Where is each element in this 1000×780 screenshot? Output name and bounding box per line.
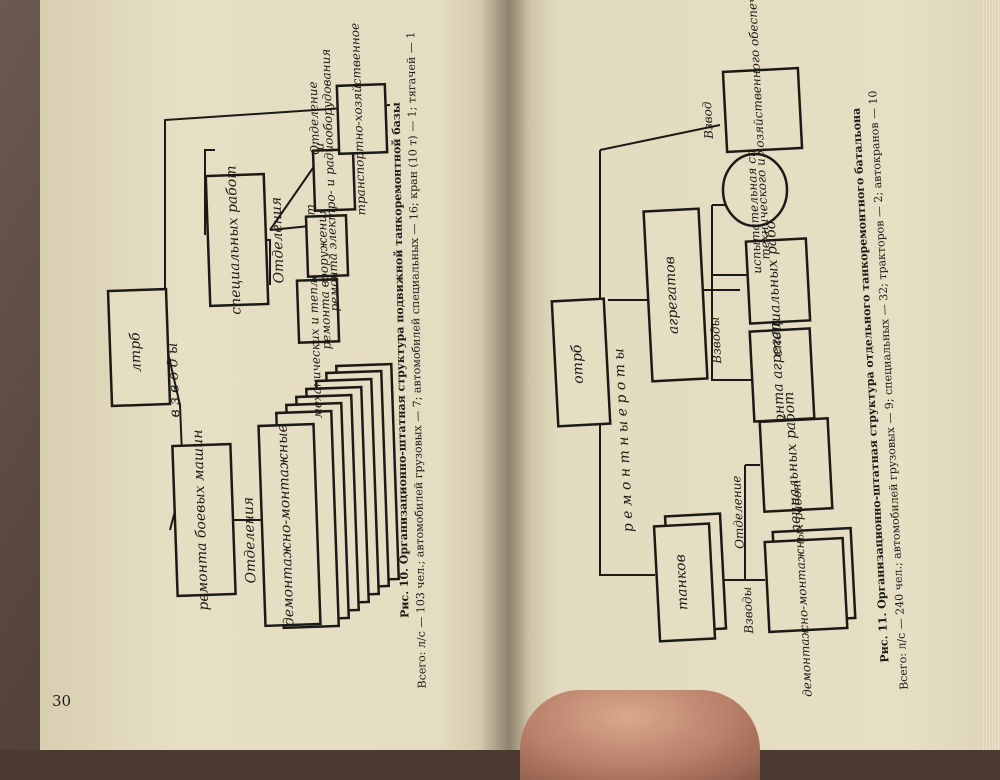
connector-line	[599, 150, 655, 576]
holding-thumb	[520, 690, 760, 780]
aggregates-repair-platoon-label: ремонта агрегатов	[766, 301, 790, 452]
department-box-3	[311, 148, 357, 212]
assembly-dept-label: демонтажно-монтажные	[274, 424, 297, 626]
special-platoon-box	[204, 172, 270, 308]
department-box-2	[304, 214, 350, 278]
tank-company-label: танков	[673, 554, 692, 611]
tech-platoon-group-label: Взвод	[700, 101, 716, 140]
tank-platoons-label: Взводы	[740, 586, 756, 635]
special-platoon-box-1	[744, 237, 812, 325]
otrb-box	[550, 297, 612, 428]
tech-platoon-box	[721, 66, 804, 154]
aggregates-company-box	[642, 207, 709, 383]
page-edges	[982, 0, 1000, 750]
assembly-dept-group-label: Отделения	[240, 497, 259, 584]
book-spine	[480, 0, 530, 750]
special-platoon-label-1: специальных работ	[762, 207, 786, 357]
otrb-label: отрб	[569, 344, 587, 384]
ltrb-box	[106, 287, 172, 408]
repair-companies-label: р е м о н т н ы е р о т ы	[611, 348, 637, 533]
connector-line	[599, 124, 721, 151]
connector-line	[164, 104, 391, 350]
tank-dept-group-label: Отделение	[729, 475, 747, 549]
assembly-dept-box	[257, 422, 322, 628]
department-box-1	[295, 278, 341, 344]
test-station-circle	[721, 152, 789, 228]
repair-platoon-box	[171, 442, 237, 598]
assembly-dept-stack	[257, 362, 401, 630]
platoons-group-label: в з в о д ы	[165, 342, 184, 417]
right-org-chart: отрб р е м о н т н ы е р о т ы агрегатов…	[550, 0, 911, 697]
department-label-4: транспортно-хозяйственное	[348, 23, 369, 216]
department-box-4	[335, 82, 389, 156]
tank-company-box	[652, 522, 717, 643]
assembly-platoon-box	[763, 536, 849, 634]
transport-dept-group-label: Отделение	[306, 81, 323, 155]
aggregates-platoons-label: Взводы	[708, 316, 724, 365]
left-org-chart: лтрб в з в о д ы ремонта боевых машин сп…	[106, 23, 429, 689]
special-platoon-label: специальных работ	[223, 165, 244, 315]
ltrb-label: лтрб	[127, 332, 144, 373]
special-dept-label: специальных работ	[781, 391, 805, 541]
page-number: 30	[52, 692, 72, 710]
special-dept-box	[758, 416, 834, 514]
book-spread-figures: лтрб в з в о д ы ремонта боевых машин сп…	[106, 0, 911, 697]
aggregates-company-label: агрегатов	[662, 256, 682, 335]
connector-line	[204, 149, 215, 235]
repair-platoon-label: ремонта боевых машин	[190, 429, 212, 611]
connector-line	[269, 164, 316, 231]
connector-line	[711, 205, 752, 381]
departments-group-label: Отделения	[268, 197, 287, 284]
